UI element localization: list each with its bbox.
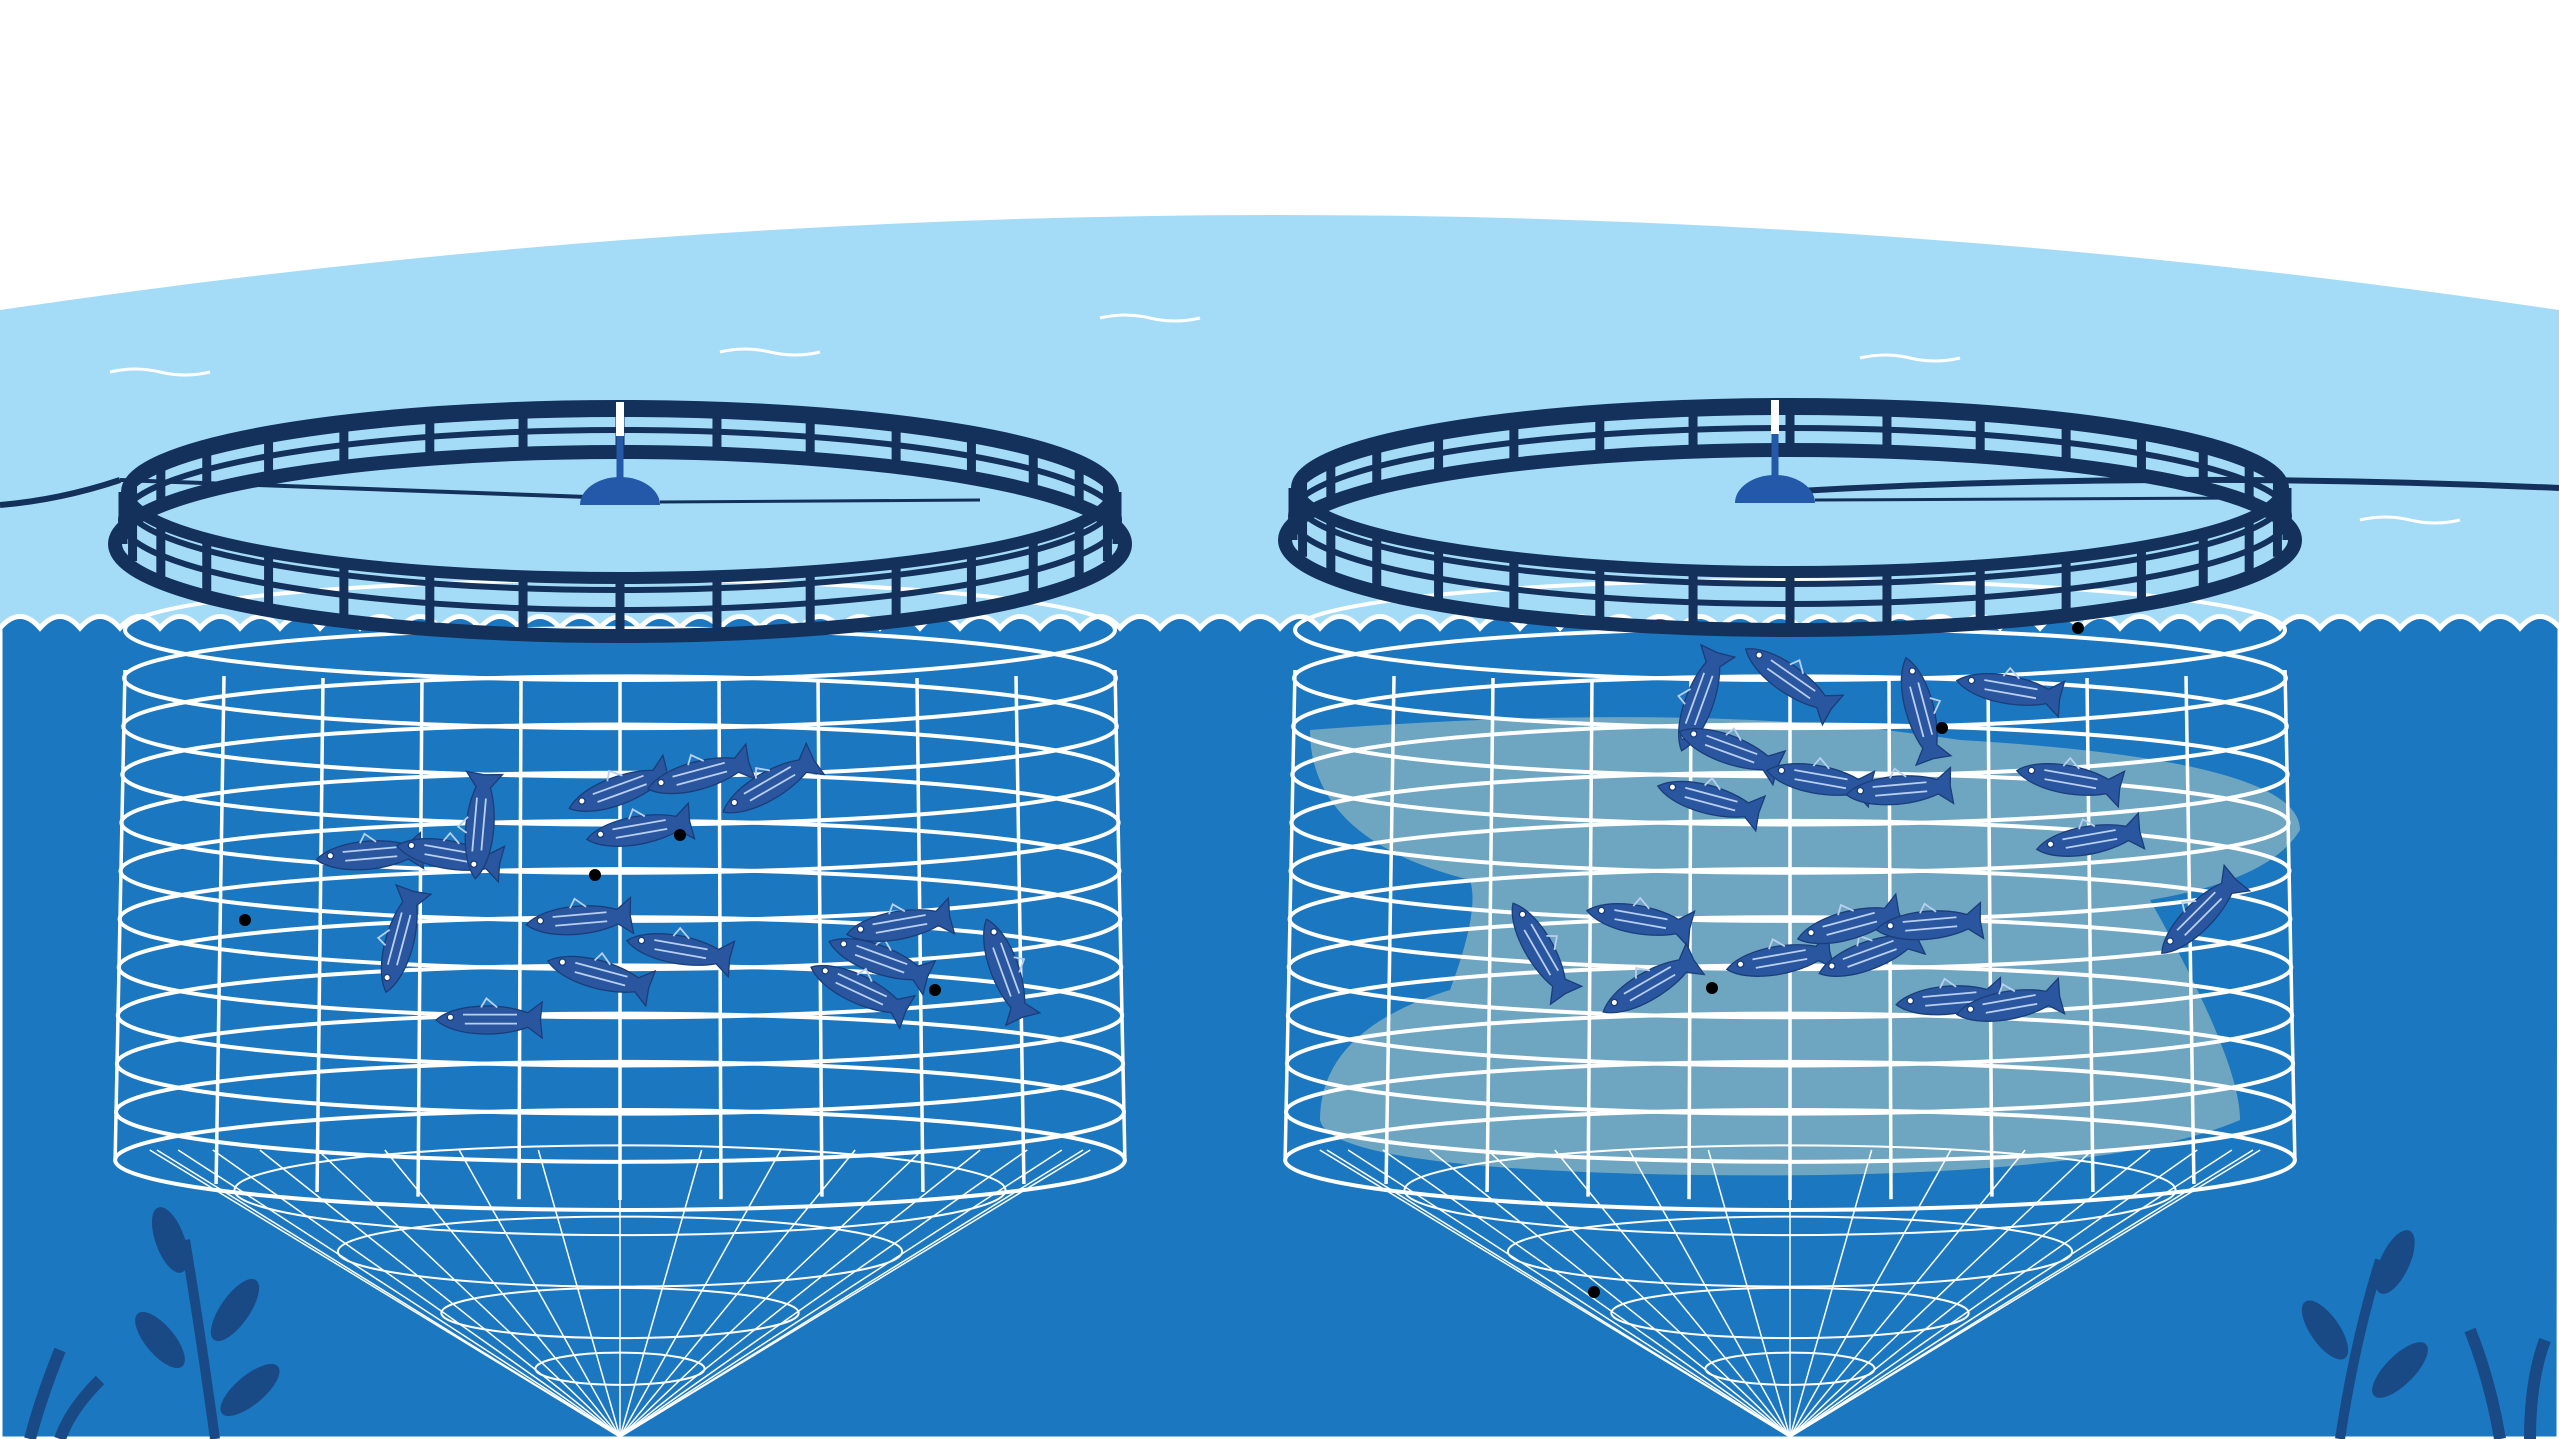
fish-cage-left <box>108 400 1132 1438</box>
feed-pellet-icon <box>2072 622 2084 634</box>
feed-pellet-icon <box>1588 1286 1600 1298</box>
fish-cage-right <box>1278 398 2302 1438</box>
net-pen-icon <box>113 578 1127 1438</box>
feed-pellet-icon <box>589 869 601 881</box>
buoy-icon <box>1735 400 2256 503</box>
feed-pellet-icon <box>929 984 941 996</box>
mooring-rope-left <box>0 477 121 508</box>
feed-pellet-icon <box>1936 722 1948 734</box>
buoy-icon <box>580 402 981 505</box>
seaweed-icon <box>2301 1230 2551 1439</box>
surface-ripples <box>109 313 2461 525</box>
feed-pellet-icon <box>674 829 686 841</box>
floating-cage-ring-icon <box>1278 398 2302 637</box>
water-surface <box>0 215 2559 640</box>
feed-pellet-icon <box>1706 982 1718 994</box>
mooring-rope-middle <box>119 478 616 500</box>
seaweed-icon <box>24 1207 280 1439</box>
feed-pellet-icon <box>239 914 251 926</box>
